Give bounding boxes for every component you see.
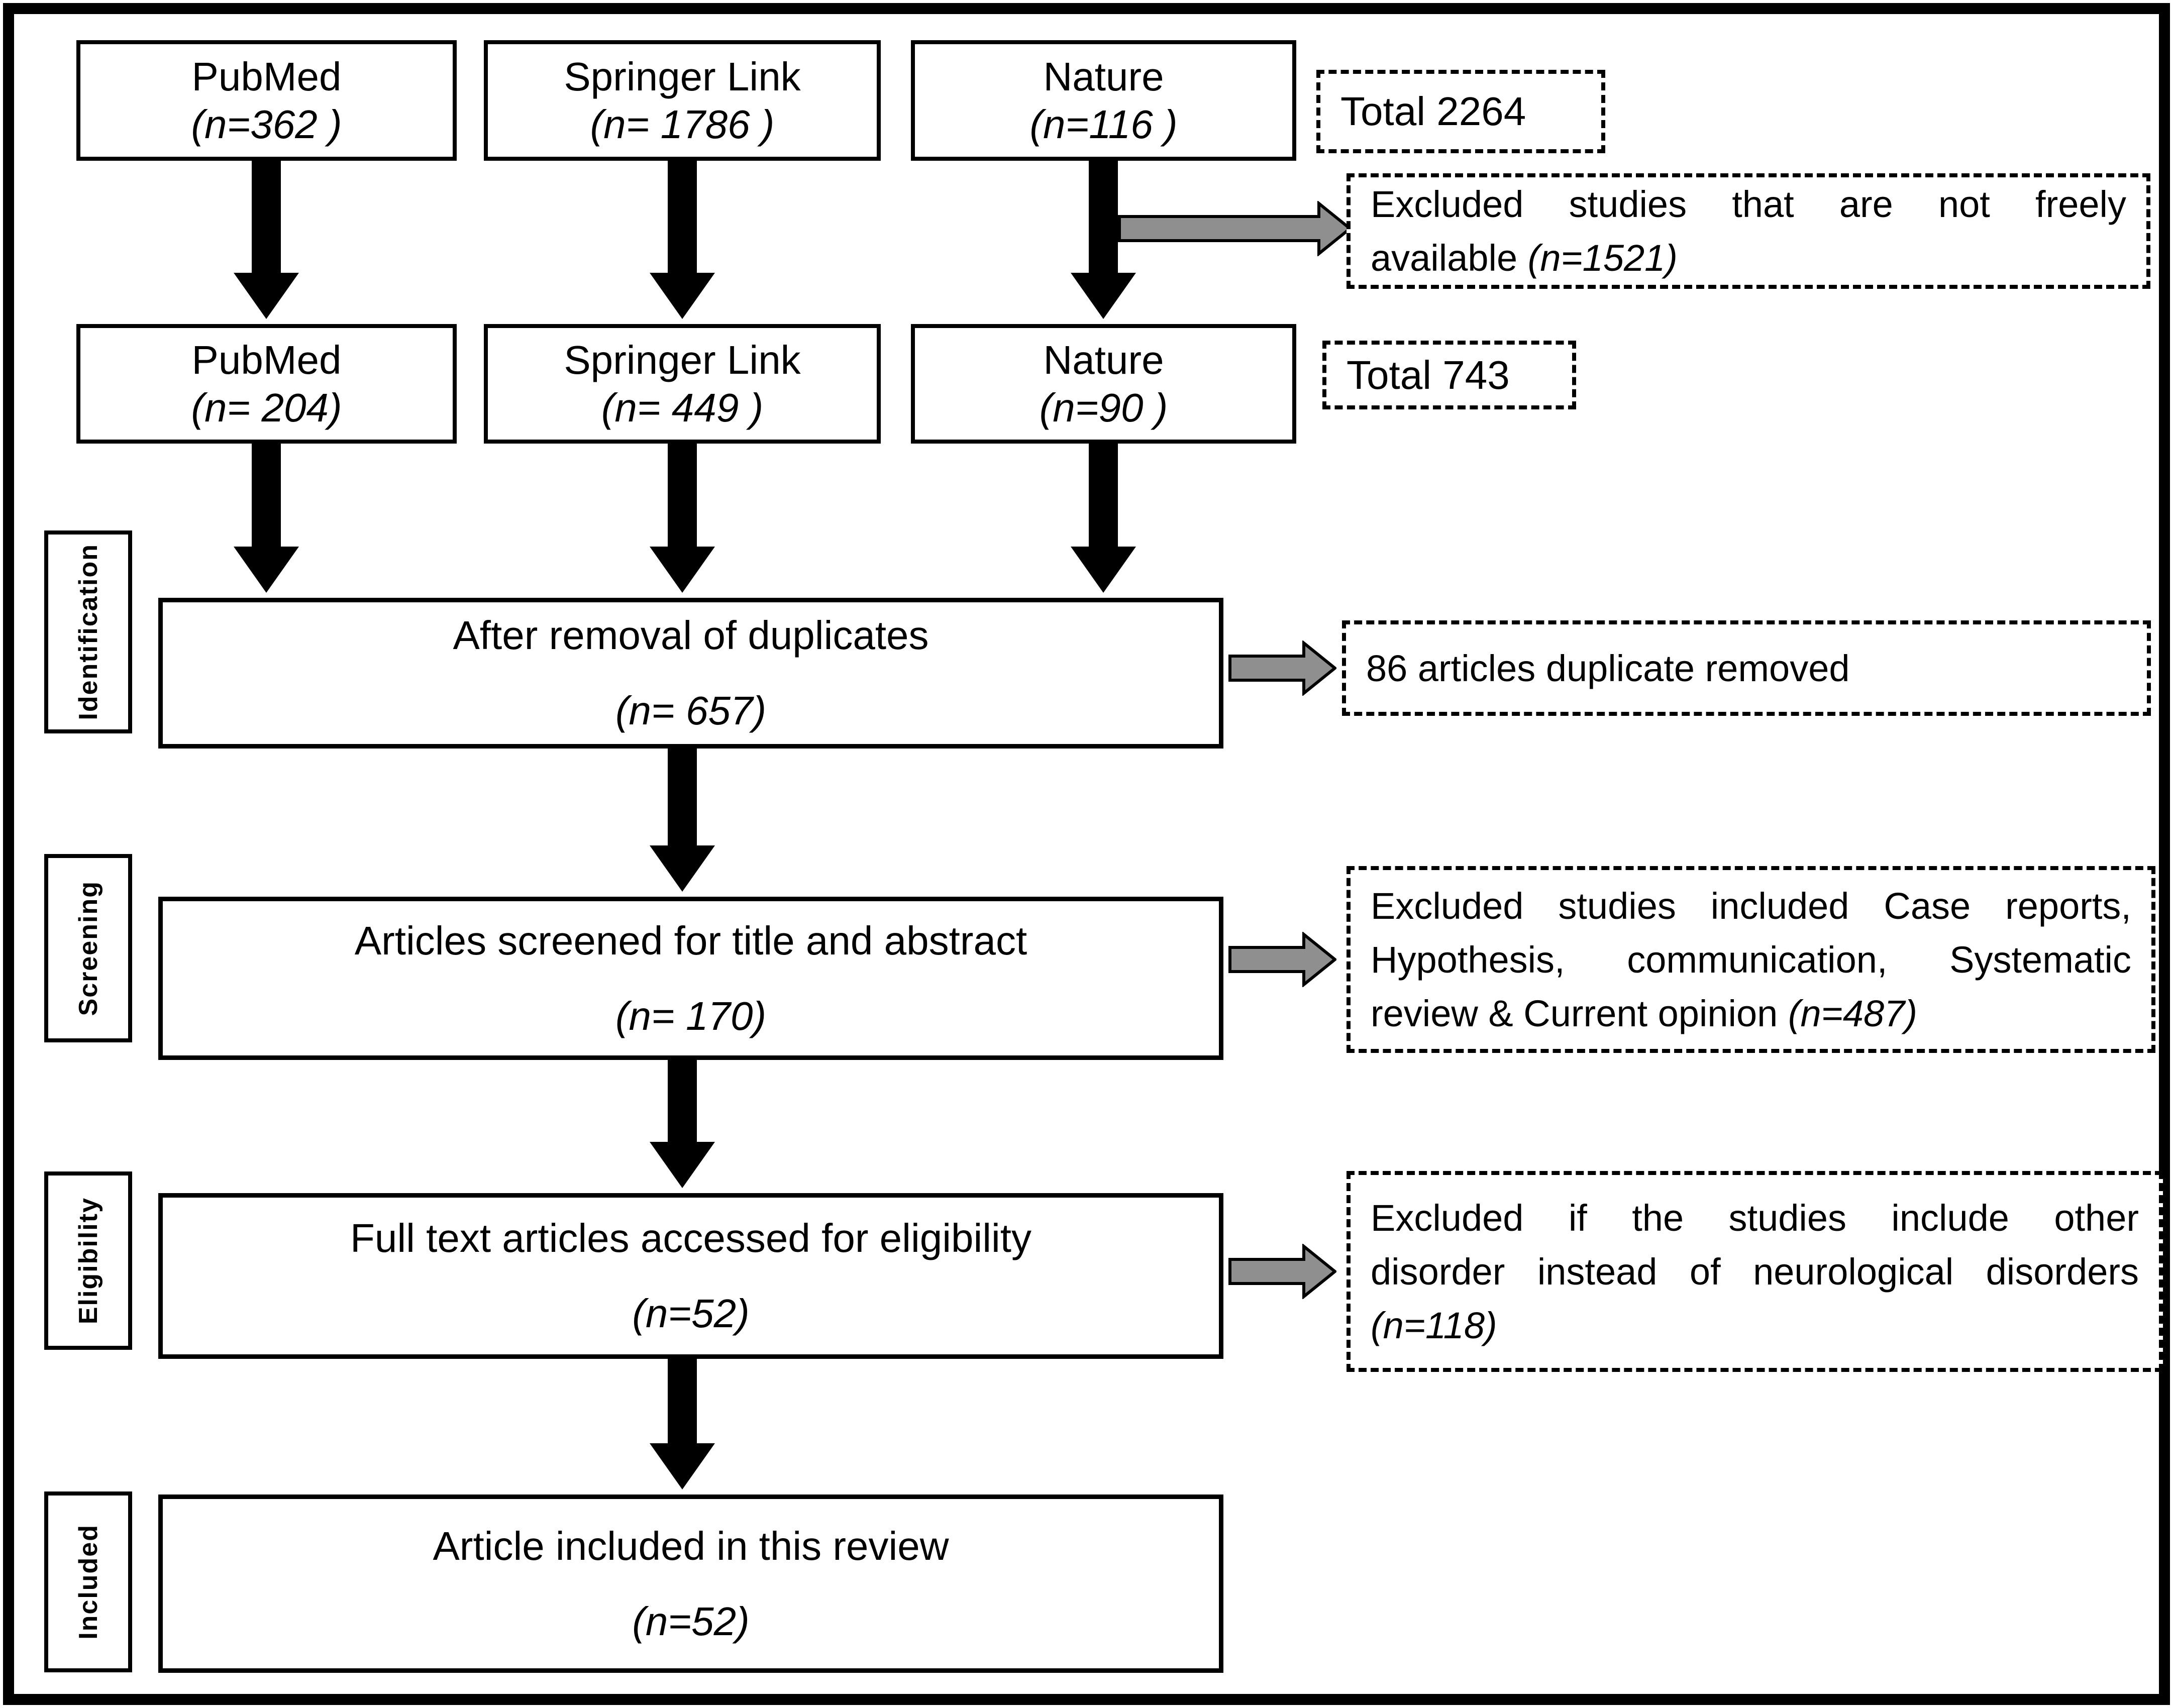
exclusion-box-eligibility: Excluded if the studies include other dis… xyxy=(1347,1171,2163,1372)
exclusion-note-line: available (n=1521) xyxy=(1371,231,2126,285)
exclusion-text: Excluded studies included Case reports, xyxy=(1371,885,2131,927)
arrow-down-icon xyxy=(650,749,715,892)
source-count: (n=116 ) xyxy=(1029,102,1178,147)
exclusion-text: 86 articles duplicate removed xyxy=(1366,647,1850,689)
arrow-down-icon xyxy=(1071,444,1136,593)
exclusion-text: available xyxy=(1371,237,1528,279)
source-box-springer-initial: Springer Link (n= 1786 ) xyxy=(484,40,881,161)
exclusion-text: Excluded if the studies include other xyxy=(1371,1197,2139,1239)
arrow-right-icon xyxy=(1228,1244,1336,1299)
exclusion-text: review & Current opinion xyxy=(1371,992,1788,1034)
arrow-right-icon xyxy=(1118,201,1352,256)
source-count: (n= 204) xyxy=(191,385,342,430)
stage-title: After removal of duplicates xyxy=(453,613,929,658)
source-count: (n= 449 ) xyxy=(601,385,764,430)
arrow-right-icon xyxy=(1228,640,1336,696)
source-name: Springer Link xyxy=(564,54,801,99)
arrow-down-icon xyxy=(234,444,299,593)
arrow-down-icon xyxy=(650,161,715,319)
arrow-down-icon xyxy=(234,161,299,319)
source-count: (n= 1786 ) xyxy=(590,102,775,147)
stage-label-text: Screening xyxy=(73,880,103,1016)
stage-label-identification: Identification xyxy=(44,530,132,733)
stage-count: (n= 657) xyxy=(615,688,767,733)
source-box-nature-filtered: Nature (n=90 ) xyxy=(911,324,1296,444)
source-count: (n=362 ) xyxy=(191,102,342,147)
source-name: Springer Link xyxy=(564,338,801,382)
exclusion-box-duplicates-removed: 86 articles duplicate removed xyxy=(1342,620,2151,716)
total-initial-box: Total 2264 xyxy=(1316,70,1605,153)
source-name: PubMed xyxy=(191,54,342,99)
arrow-right-icon xyxy=(1228,932,1336,987)
stage-count: (n= 170) xyxy=(615,993,767,1038)
source-box-pubmed-filtered: PubMed (n= 204) xyxy=(76,324,457,444)
stage-count: (n=52) xyxy=(632,1598,750,1644)
stage-count: (n=52) xyxy=(632,1291,750,1336)
outer-border xyxy=(3,3,2170,1705)
source-box-springer-filtered: Springer Link (n= 449 ) xyxy=(484,324,881,444)
exclusion-note-line: review & Current opinion (n=487) xyxy=(1371,987,2131,1040)
stage-title: Article included in this review xyxy=(433,1523,949,1568)
arrow-down-icon xyxy=(1071,161,1136,319)
stage-label-eligibility: Eligibility xyxy=(44,1171,132,1350)
source-name: Nature xyxy=(1043,54,1164,99)
total-filtered-box: Total 743 xyxy=(1322,341,1576,409)
stage-box-duplicates: After removal of duplicates (n= 657) xyxy=(158,598,1223,749)
exclusion-text: disorder instead of neurological disorde… xyxy=(1371,1250,2139,1293)
total-initial-label: Total 2264 xyxy=(1340,89,1526,134)
exclusion-box-screening: Excluded studies included Case reports, H… xyxy=(1347,866,2155,1053)
exclusion-count: (n=1521) xyxy=(1527,237,1678,279)
stage-label-text: Identification xyxy=(73,544,103,720)
source-box-pubmed-initial: PubMed (n=362 ) xyxy=(76,40,457,161)
exclusion-note-line: disorder instead of neurological disorde… xyxy=(1371,1245,2139,1299)
stage-title: Full text articles accessed for eligibil… xyxy=(350,1216,1032,1260)
total-filtered-label: Total 743 xyxy=(1347,352,1510,397)
arrow-down-icon xyxy=(650,1359,715,1489)
exclusion-text: Hypothesis, communication, Systematic xyxy=(1371,938,2131,981)
exclusion-note-line: Excluded studies that are not freely xyxy=(1371,177,2126,231)
arrow-down-icon xyxy=(650,444,715,593)
stage-box-eligibility: Full text articles accessed for eligibil… xyxy=(158,1193,1223,1359)
exclusion-note-line: Excluded if the studies include other xyxy=(1371,1191,2139,1245)
stage-box-included: Article included in this review (n=52) xyxy=(158,1494,1223,1673)
exclusion-count: (n=487) xyxy=(1788,992,1917,1034)
source-box-nature-initial: Nature (n=116 ) xyxy=(911,40,1296,161)
source-name: PubMed xyxy=(191,338,342,382)
stage-box-screening: Articles screened for title and abstract… xyxy=(158,897,1223,1060)
exclusion-count: (n=118) xyxy=(1371,1304,1497,1346)
stage-title: Articles screened for title and abstract xyxy=(354,918,1027,963)
exclusion-note-line: 86 articles duplicate removed xyxy=(1366,642,2127,695)
source-count: (n=90 ) xyxy=(1039,385,1168,430)
stage-label-screening: Screening xyxy=(44,854,132,1042)
exclusion-box-not-freely-available: Excluded studies that are not freely avai… xyxy=(1347,173,2150,289)
exclusion-text: Excluded studies that are not freely xyxy=(1371,183,2126,225)
source-name: Nature xyxy=(1043,338,1164,382)
stage-label-text: Included xyxy=(73,1524,103,1640)
exclusion-note-line: (n=118) xyxy=(1371,1299,2139,1352)
exclusion-note-line: Excluded studies included Case reports, xyxy=(1371,879,2131,933)
stage-label-text: Eligibility xyxy=(73,1197,103,1325)
stage-label-included: Included xyxy=(44,1491,132,1672)
arrow-down-icon xyxy=(650,1060,715,1188)
exclusion-note-line: Hypothesis, communication, Systematic xyxy=(1371,933,2131,987)
